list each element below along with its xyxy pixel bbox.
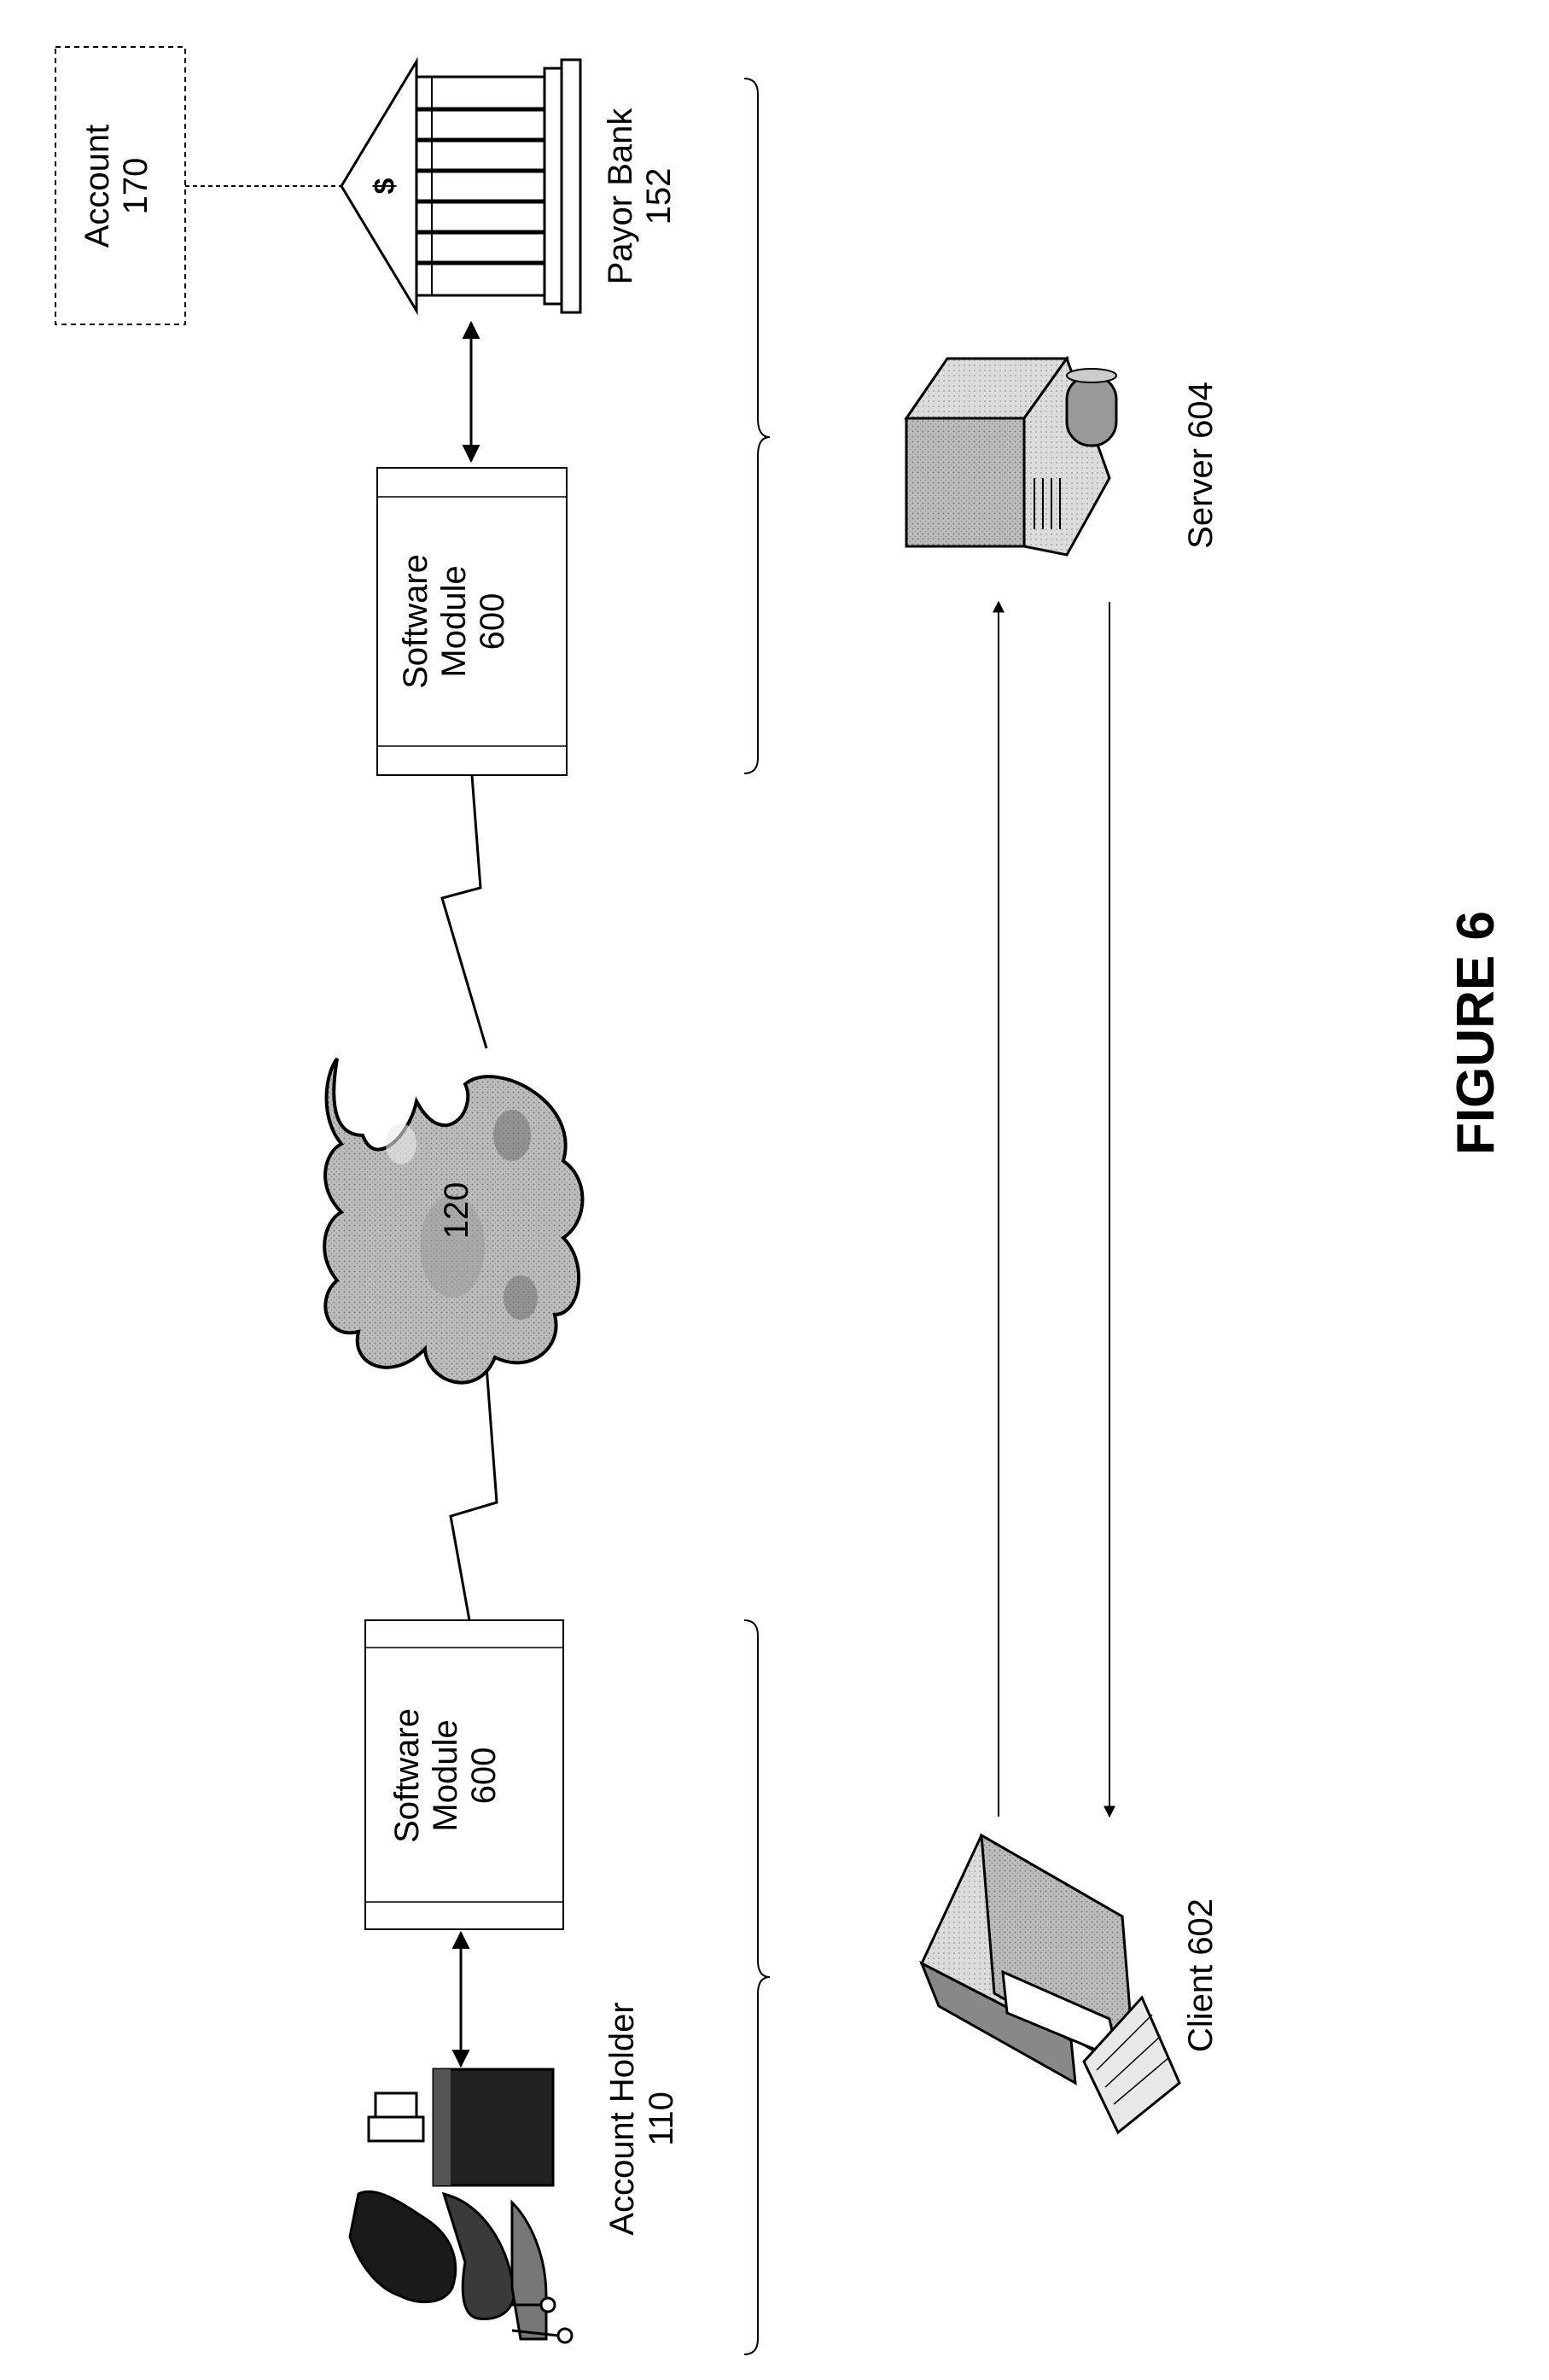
- account-holder-label-line2: 110: [643, 2091, 680, 2146]
- software-module-bottom-line1: Software: [388, 1708, 426, 1843]
- lightning-link-bottom: [451, 1366, 497, 1620]
- server-icon: [906, 359, 1116, 555]
- bank-group-bracket: [744, 79, 770, 773]
- lightning-link-top: [442, 775, 486, 1048]
- client-computer-icon: [922, 1835, 1179, 2132]
- software-module-top-line3: 600: [474, 593, 511, 650]
- account-holder-label-line1: Account Holder: [603, 2002, 641, 2235]
- software-module-top-line2: Module: [435, 565, 473, 677]
- network-label: 120: [438, 1182, 475, 1240]
- account-label-line2: 170: [117, 158, 154, 215]
- software-module-bottom-line2: Module: [427, 1719, 464, 1831]
- server-label: Server 604: [1182, 382, 1220, 549]
- client-label: Client 602: [1182, 1899, 1220, 2052]
- payor-bank-label-line2: 152: [640, 168, 678, 225]
- account-holder-icon: [350, 2069, 572, 2342]
- software-module-bottom-line3: 600: [465, 1747, 503, 1805]
- bank-dollar-symbol: $: [369, 178, 401, 194]
- payor-bank-label-line1: Payor Bank: [602, 108, 639, 285]
- software-module-top-line1: Software: [397, 554, 434, 689]
- account-label-line1: Account: [79, 125, 116, 248]
- holder-group-bracket: [744, 1620, 770, 2354]
- figure-title: FIGURE 6: [1447, 911, 1505, 1155]
